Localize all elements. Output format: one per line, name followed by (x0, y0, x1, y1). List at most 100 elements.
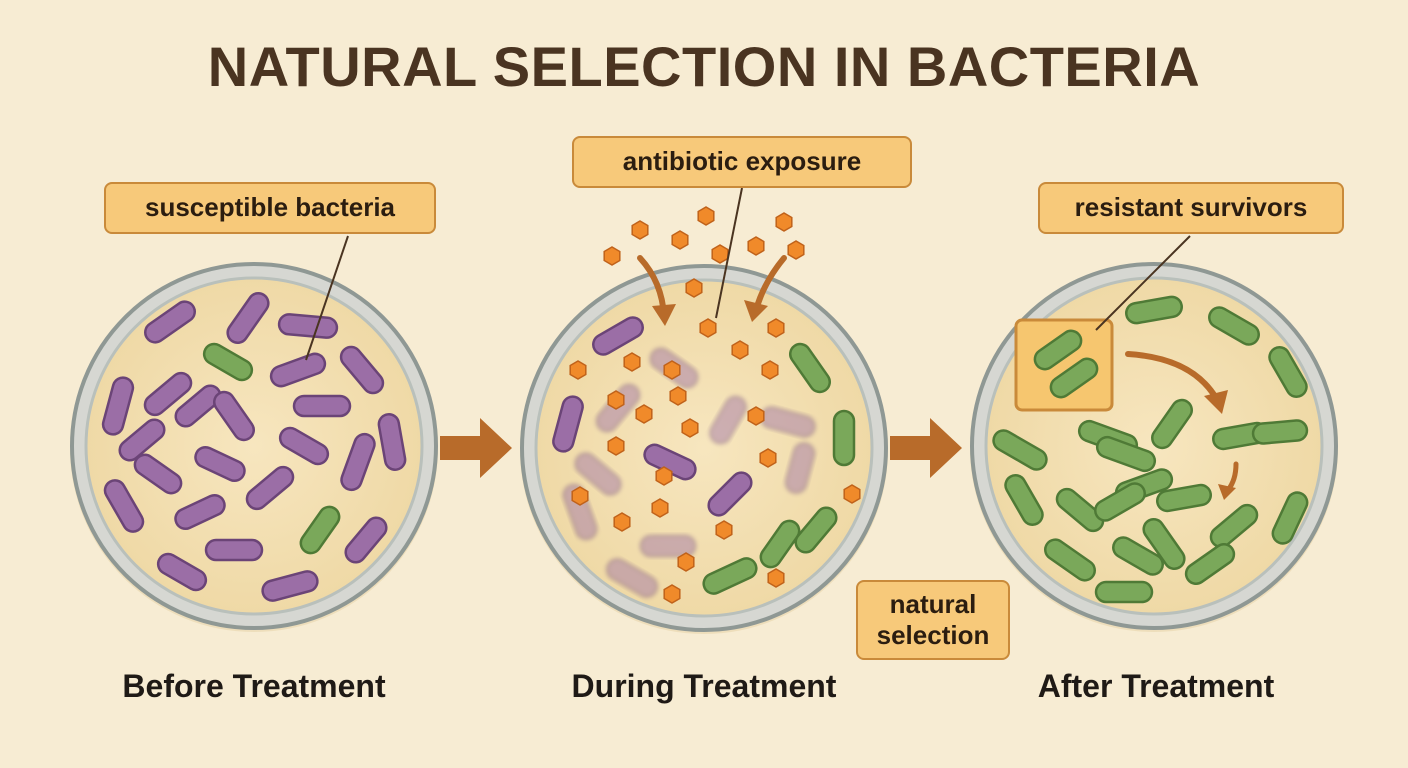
antibiotic-particle-23 (759, 448, 777, 468)
petri-dish-during (520, 264, 888, 634)
highlighted-bacterium-2 (1049, 357, 1099, 399)
bacterium-before-16 (133, 453, 183, 495)
antibiotic-particle-31 (767, 568, 785, 588)
leader-line-antibiotic (715, 187, 743, 319)
bacterium-before-7 (101, 376, 135, 436)
bacterium-after-15 (1209, 503, 1259, 549)
bacterium-before-22 (344, 516, 388, 564)
bacterium-before-3 (277, 313, 339, 339)
bacterium-before-11 (292, 394, 352, 418)
bacterium-after-21 (1142, 518, 1186, 570)
bacterium-after-2 (1208, 306, 1260, 346)
antibiotic-particle-17 (607, 390, 625, 410)
callout-natural-selection: natural selection (856, 580, 1010, 660)
bacterium-before-24 (156, 552, 208, 592)
growth-arrow-1 (1125, 351, 1219, 401)
callout-natural-selection-line1: natural (889, 588, 977, 619)
bacterium-after-11 (1055, 487, 1105, 533)
antibiotic-particle-32 (663, 584, 681, 604)
bacterium-during-4 (552, 395, 584, 453)
antibiotic-particle-3 (671, 230, 689, 250)
bacterium-after-7 (1150, 398, 1194, 450)
leader-line-resistant (1095, 235, 1191, 331)
antibiotic-particle-27 (651, 498, 669, 518)
callout-susceptible-bacteria: susceptible bacteria (104, 182, 436, 234)
antibiotic-particle-4 (711, 244, 729, 264)
antibiotic-particle-21 (747, 406, 765, 426)
bacterium-before-17 (245, 465, 295, 511)
antibiotic-particle-13 (731, 340, 749, 360)
antibiotic-particle-11 (767, 318, 785, 338)
bacterium-after-3 (1268, 346, 1308, 398)
callout-natural-selection-line2: selection (876, 620, 990, 650)
bacterium-during-17 (702, 557, 758, 595)
bacterium-before-6 (339, 345, 385, 395)
bacterium-before-5 (269, 352, 327, 388)
stage-arrow-1 (440, 418, 512, 478)
highlighted-bacterium-1 (1033, 329, 1083, 371)
bacterium-during-1 (592, 316, 644, 356)
bacterium-before-4 (202, 342, 254, 382)
antibiotic-particle-22 (607, 436, 625, 456)
antibiotic-particle-16 (663, 360, 681, 380)
bacterium-during-8 (832, 409, 856, 467)
antibiotic-particles (569, 206, 861, 604)
bacterium-after-14 (1156, 483, 1212, 513)
antibiotic-particle-30 (677, 552, 695, 572)
bacterium-before-19 (103, 479, 145, 533)
bacterium-before-14 (278, 426, 330, 466)
bacterium-during-15 (759, 519, 801, 569)
bacterium-during-14 (639, 534, 697, 558)
bacterium-before-15 (377, 413, 407, 471)
bacterium-before-10 (212, 390, 256, 442)
bacterium-after-4 (992, 429, 1048, 471)
bacterium-after-1 (1125, 295, 1183, 325)
bacterium-during-6 (709, 395, 747, 445)
antibiotic-particle-24 (655, 466, 673, 486)
bacterium-after-9 (1251, 419, 1309, 445)
bacterium-during-9 (574, 452, 622, 496)
bacterium-after-19 (1184, 542, 1236, 586)
bacterium-during-12 (784, 442, 816, 494)
bacterium-before-13 (194, 445, 246, 483)
antibiotic-particle-28 (613, 512, 631, 532)
bacterium-before-9 (174, 384, 222, 428)
petri-dish-before (70, 262, 438, 632)
antibiotic-particle-26 (843, 484, 861, 504)
callout-resistant-survivors: resistant survivors (1038, 182, 1344, 234)
highlighted-resistant-bacteria (1033, 329, 1099, 399)
bacterium-before-2 (226, 292, 270, 344)
growth-arrowhead-1 (1204, 390, 1228, 414)
diagram-title: NATURAL SELECTION IN BACTERIA (207, 35, 1201, 98)
antibiotic-particle-29 (715, 520, 733, 540)
bacterium-before-21 (299, 505, 341, 555)
bacterium-after-10 (1004, 474, 1044, 526)
antibiotic-particle-9 (685, 278, 703, 298)
bacterium-after-20 (1094, 580, 1154, 604)
leader-line-susceptible (305, 235, 349, 361)
bacterium-before-8 (143, 371, 193, 417)
bacterium-after-18 (1112, 536, 1164, 576)
bacterium-during-3 (788, 342, 832, 394)
bacterium-before-1 (144, 300, 196, 344)
bacteria-group-after (992, 295, 1309, 604)
antibiotic-particle-7 (787, 240, 805, 260)
bacterium-before-12 (118, 418, 166, 462)
bacterium-during-16 (794, 506, 838, 554)
antibiotic-particle-19 (635, 404, 653, 424)
antibiotic-particle-12 (623, 352, 641, 372)
growth-arrowhead-2 (1218, 484, 1236, 500)
antibiotic-particle-1 (697, 206, 715, 226)
bacterium-before-23 (204, 538, 264, 562)
bacterium-before-25 (261, 570, 319, 602)
antibiotic-particle-18 (669, 386, 687, 406)
antibiotic-particle-2 (631, 220, 649, 240)
bacteria-group-before (101, 292, 407, 602)
antibiotic-particle-20 (681, 418, 699, 438)
antibiotic-entry-arrowhead-left (652, 304, 676, 326)
stage-arrow-2 (890, 418, 962, 478)
antibiotic-particle-15 (569, 360, 587, 380)
antibiotic-particle-5 (775, 212, 793, 232)
